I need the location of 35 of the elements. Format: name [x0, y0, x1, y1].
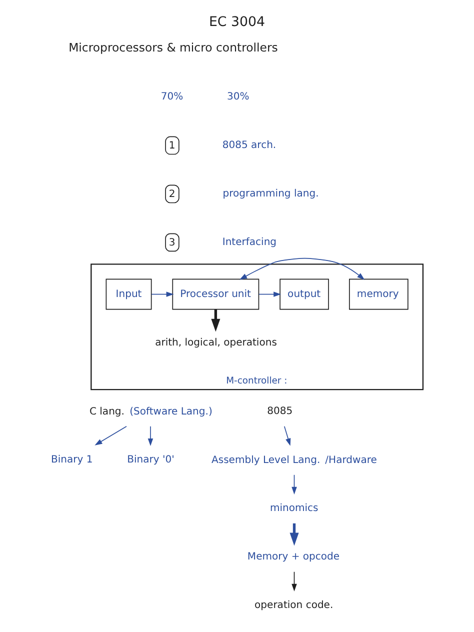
node-text: 8085: [267, 406, 293, 417]
label: 3: [168, 237, 176, 248]
label: 70%: [160, 92, 184, 103]
arrow: [240, 258, 365, 280]
arrow: [292, 571, 297, 592]
arrow: [258, 292, 282, 297]
node-box: Input: [106, 278, 152, 310]
node-box: Processor unit: [172, 278, 260, 310]
arrow: [151, 292, 174, 297]
label: Interfacing: [222, 237, 277, 248]
label: 2: [168, 188, 176, 200]
node-text: Assembly Level Lang.: [212, 454, 320, 466]
node-label: (Software Lang.): [130, 406, 212, 418]
node-text: Binary 1: [51, 454, 93, 466]
label: 30%: [226, 92, 250, 103]
label: Microprocessors & micro controllers: [68, 40, 278, 55]
label: programming lang.: [222, 188, 319, 200]
node-text: Binary '0': [127, 454, 174, 466]
node-text: Memory + opcode: [247, 551, 340, 562]
arrow: [211, 309, 220, 332]
node-box: memory: [349, 278, 408, 310]
node-text: C lang.: [89, 406, 124, 418]
node-box: output: [280, 278, 329, 310]
label: 8085 arch.: [222, 140, 276, 152]
arrow: [290, 523, 299, 546]
arrow: [94, 426, 127, 446]
node-label: /Hardware: [325, 454, 377, 466]
arrow: [284, 426, 291, 446]
node-text: arith, logical, operations: [155, 337, 277, 348]
node-text: operation code.: [254, 600, 334, 611]
label: 1: [168, 140, 176, 152]
arrow: [292, 474, 297, 494]
diagram-title: EC 3004: [208, 14, 266, 30]
node-text: minomics: [270, 502, 318, 514]
arrow: [148, 426, 154, 446]
